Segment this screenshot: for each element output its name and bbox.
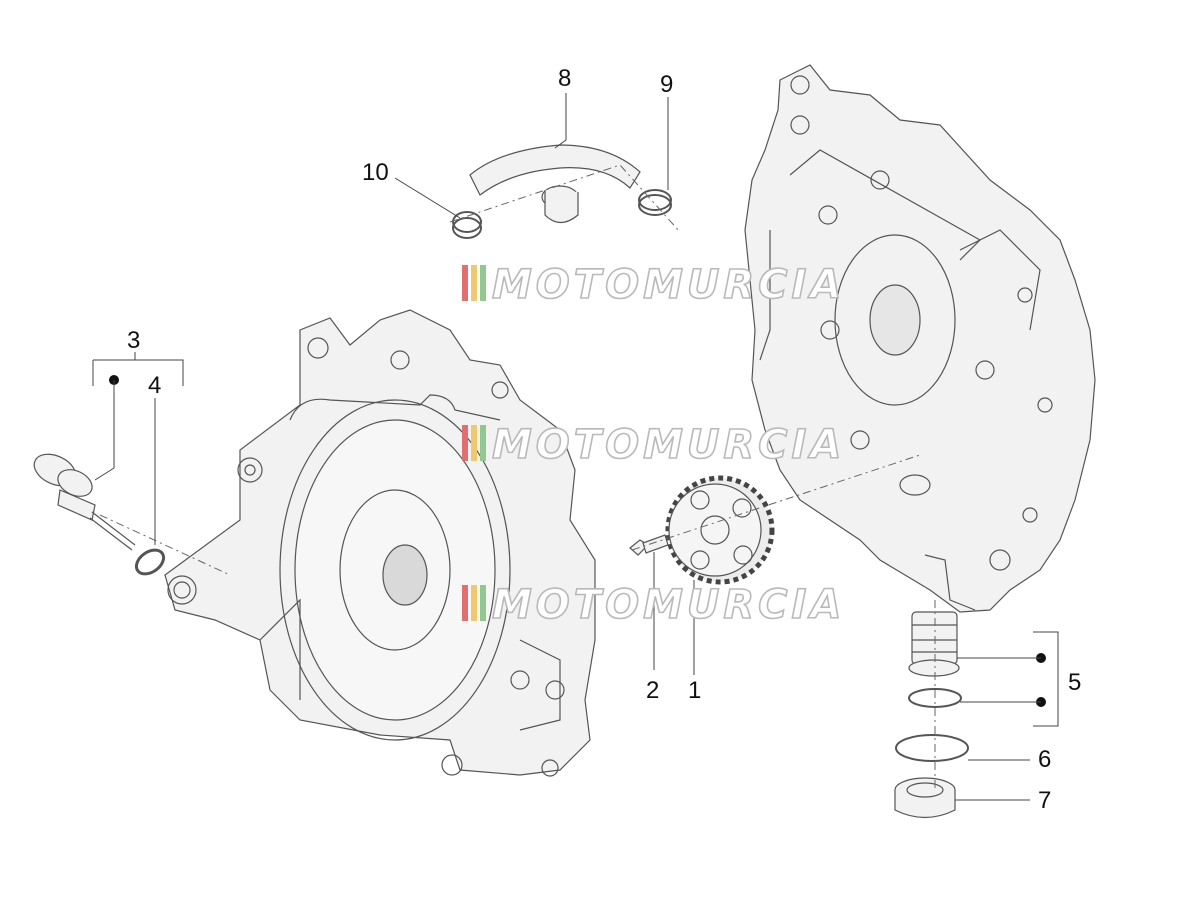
seal-ring-b: [895, 734, 969, 762]
leader-lines: [92, 93, 1059, 801]
callout-5: 5: [1068, 669, 1081, 696]
callout-8: 8: [558, 65, 571, 92]
callout-6: 6: [1038, 746, 1051, 773]
assembly-axes: [99, 164, 936, 790]
hose-clamp-right: [638, 189, 672, 216]
watermark-group: MOTOMURCIA MOTOMURCIA MOTOMURCIA: [462, 261, 845, 629]
watermark-logo-2: MOTOMURCIA: [462, 421, 845, 469]
breather-hose: [469, 144, 641, 224]
callout-3: 3: [127, 327, 140, 354]
hose-clamp-left: [452, 211, 482, 239]
seal-ring-a: [908, 688, 962, 708]
watermark-text-3: MOTOMURCIA: [492, 582, 845, 628]
oil-dipstick-cap: [33, 453, 136, 551]
left-engine-cover: [164, 309, 596, 777]
watermark-text-1: MOTOMURCIA: [492, 262, 845, 308]
callout-1: 1: [688, 677, 701, 704]
oil-pump-gear: [665, 475, 775, 585]
oil-filter-strainer: [908, 611, 960, 677]
o-ring: [134, 548, 166, 576]
drain-plug-cap: [894, 777, 956, 819]
callout-7: 7: [1038, 787, 1051, 814]
right-crankcase: [744, 64, 1096, 613]
bolt: [629, 534, 669, 556]
watermark-text-2: MOTOMURCIA: [492, 422, 845, 468]
watermark-logo-1: MOTOMURCIA: [462, 261, 845, 309]
callout-10: 10: [362, 159, 389, 186]
callout-4: 4: [148, 372, 161, 399]
watermark-logo-3: MOTOMURCIA: [462, 581, 845, 629]
callout-9: 9: [660, 71, 673, 98]
callout-labels: 1 2 3 4 5 6 7 8 9 10: [127, 65, 1081, 814]
callout-2: 2: [646, 677, 659, 704]
